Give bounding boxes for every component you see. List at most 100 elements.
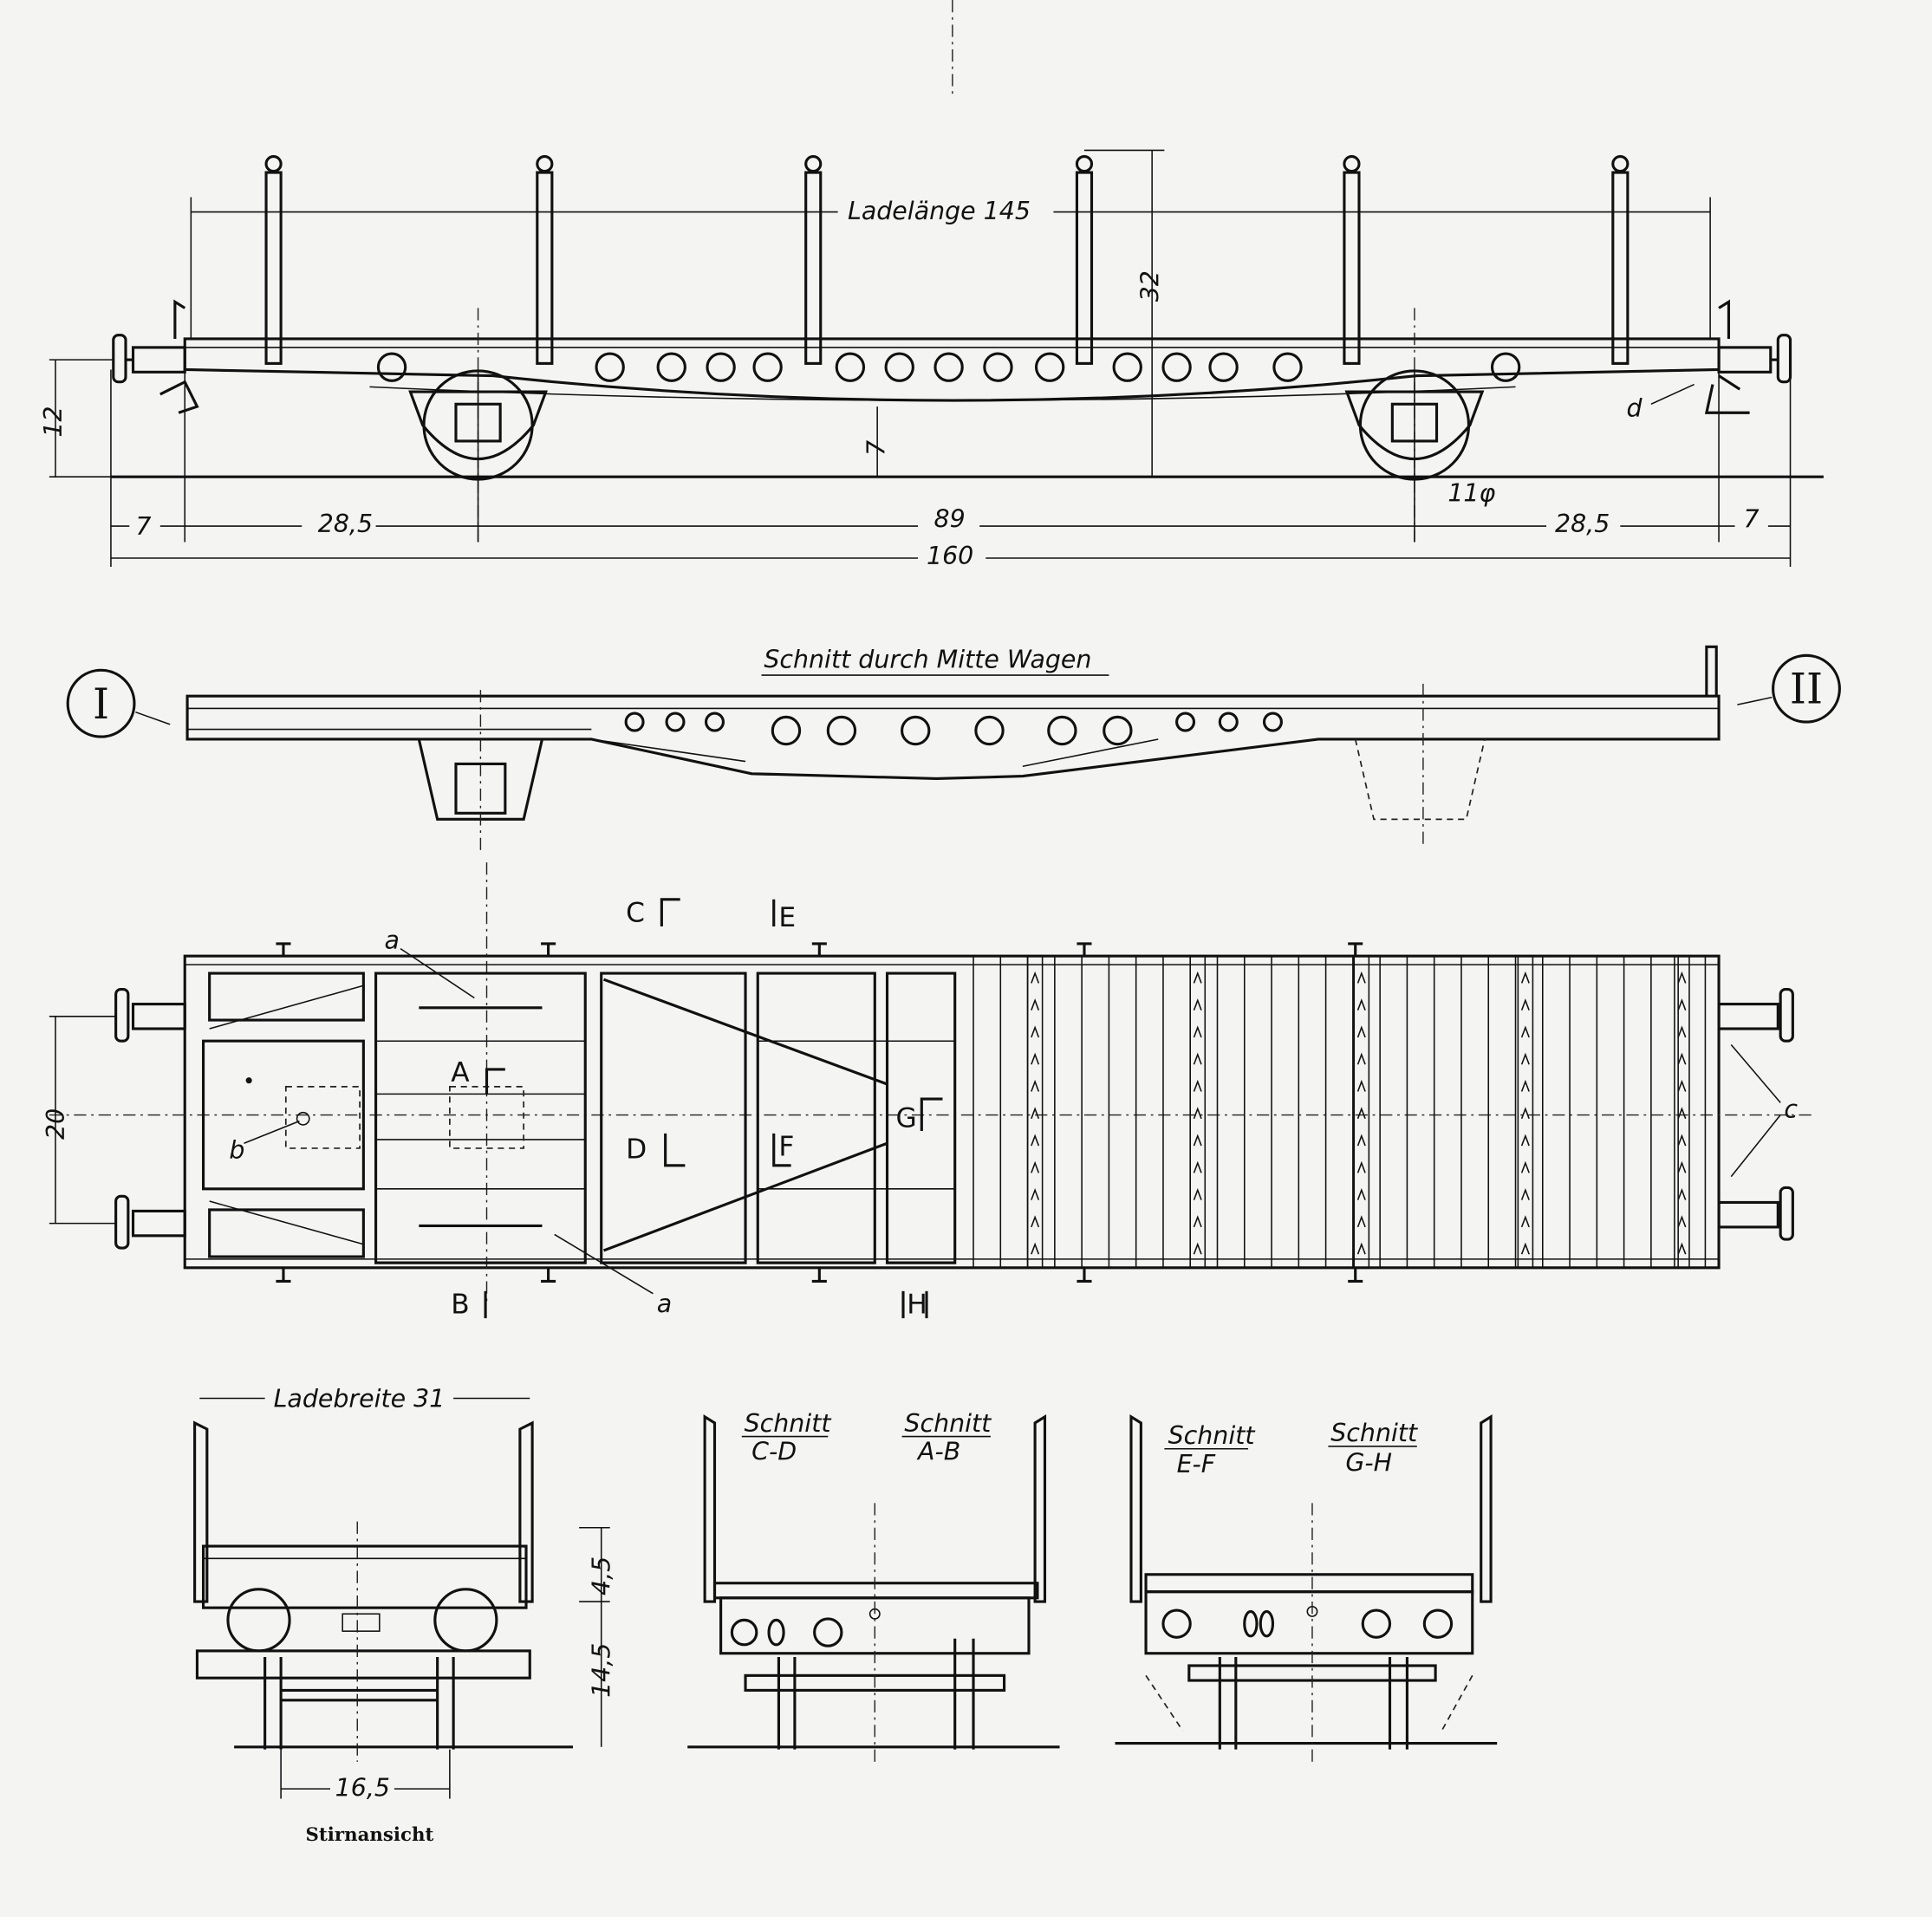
label-c: c: [1784, 1095, 1798, 1123]
load-width-label: Ladebreite 31: [274, 1384, 446, 1413]
hatch-mark: [1356, 971, 1366, 984]
hatch-mark: [1520, 1134, 1530, 1147]
load-length-label: Ladelänge 145: [848, 197, 1031, 225]
hatch-mark: [1193, 1188, 1202, 1200]
cut-B: B: [451, 1289, 469, 1320]
section-title: Schnitt durch Mitte Wagen: [764, 646, 1091, 674]
end-view-front: Ladebreite 31 4,5 14,5 16,5 Stirnansicht: [193, 1384, 616, 1846]
lightening-hole: [595, 352, 625, 382]
hatch-mark: [1520, 971, 1530, 984]
label-a-top: a: [385, 926, 400, 955]
stanchion-socket-bottom: [541, 1267, 556, 1283]
dim-lower-label: 14,5: [588, 1643, 616, 1698]
floor-planks: [276, 942, 1707, 1283]
lightening-hole: [1272, 352, 1303, 382]
hatch-mark: [1520, 1107, 1530, 1120]
hatch-mark: [1356, 1215, 1366, 1228]
stanchion-socket-bottom: [1348, 1267, 1363, 1283]
stanchion-eye: [1611, 155, 1630, 173]
stanchion-socket-top: [1077, 942, 1092, 957]
hatch-mark: [1677, 1242, 1687, 1255]
hatch-mark: [1677, 1025, 1687, 1038]
hatch-mark: [1193, 971, 1202, 984]
stanchion-height-label: 32: [1135, 270, 1164, 302]
hatch-mark: [1356, 1079, 1366, 1092]
lightening-hole: [656, 352, 686, 382]
lightening-hole: [835, 352, 866, 382]
hatch-mark: [1031, 1025, 1040, 1038]
section-hole: [1047, 715, 1077, 746]
label-d: d: [1626, 394, 1643, 423]
cut-C: C: [626, 897, 645, 928]
hatch-mark: [1193, 1242, 1202, 1255]
cut-E: E: [778, 902, 796, 933]
hatch-mark: [1356, 998, 1366, 1010]
stanchion: [1075, 171, 1094, 365]
wheel-diameter-label: 11φ: [1447, 479, 1495, 508]
section-cd-sub: C-D: [751, 1438, 797, 1466]
underframe-members: [201, 971, 957, 1264]
section-hole: [665, 712, 686, 732]
dim-overall: 160: [927, 542, 973, 570]
hatch-mark: [1677, 1079, 1687, 1092]
stanchion: [804, 171, 823, 365]
stake-pocket-strip: [1353, 955, 1370, 1269]
hatch-mark: [1031, 1079, 1040, 1092]
hatch-mark: [1193, 1052, 1202, 1065]
lightening-hole: [884, 352, 914, 382]
stanchion: [264, 171, 283, 365]
hatch-mark: [1356, 1242, 1366, 1255]
stanchion-eye: [264, 155, 283, 173]
stanchion: [536, 171, 554, 365]
cut-G: G: [895, 1103, 916, 1134]
hatch-mark: [1520, 1215, 1530, 1228]
section-hole: [1175, 712, 1196, 732]
side-view: Ladelänge 145 32 12 7 11φ d 7 28,5 89 28…: [39, 0, 1824, 570]
lightening-hole: [376, 352, 407, 382]
lightening-hole: [933, 352, 964, 382]
hatch-mark: [1520, 1188, 1530, 1200]
caption-end-view: Stirnansicht: [306, 1824, 434, 1846]
cut-H: H: [907, 1289, 927, 1320]
hatch-mark: [1356, 1052, 1366, 1065]
stanchion-socket-top: [811, 942, 827, 957]
frame-bottom-edge: [369, 386, 1516, 401]
stake-pocket-strip: [1674, 955, 1690, 1269]
marker-II: [1772, 653, 1841, 724]
stanchion-socket-bottom: [811, 1267, 827, 1283]
buffer-height-label: 12: [39, 406, 68, 438]
stanchion-eye: [1343, 155, 1361, 173]
hatch-mark: [1677, 1107, 1687, 1120]
section-ab-sub: A-B: [916, 1438, 960, 1466]
stanchions: [264, 155, 1630, 365]
lightening-hole: [1161, 352, 1192, 382]
stanchion-socket-top: [276, 942, 291, 957]
section-cd-title: Schnitt: [745, 1409, 833, 1438]
section-hole: [624, 712, 645, 732]
hatch-mark: [1193, 1079, 1202, 1092]
dim-overhang-right: 28,5: [1555, 510, 1610, 538]
section-gh-sub: G-H: [1345, 1448, 1392, 1477]
cut-D: D: [626, 1134, 647, 1165]
stanchion-socket-top: [1348, 942, 1363, 957]
section-hole: [1218, 712, 1239, 732]
section-ef-gh: Schnitt E-F Schnitt G-H: [1115, 1413, 1498, 1762]
hatch-mark: [1031, 1215, 1040, 1228]
hatch-mark: [1356, 1134, 1366, 1147]
stanchion-socket-bottom: [1077, 1267, 1092, 1283]
hatch-mark: [1520, 1242, 1530, 1255]
cut-F: F: [778, 1131, 794, 1162]
hatch-mark: [1356, 1025, 1366, 1038]
stanchion-socket-top: [541, 942, 556, 957]
hatch-mark: [1193, 1215, 1202, 1228]
frame-height-label: 7: [862, 440, 891, 456]
section-hole: [704, 712, 725, 732]
hatch-mark: [1031, 1134, 1040, 1147]
stanchion-eye: [536, 155, 554, 173]
section-cd-ab: Schnitt C-D Schnitt A-B: [687, 1409, 1060, 1762]
label-a-bottom: a: [657, 1290, 672, 1318]
hatch-mark: [1677, 1134, 1687, 1147]
section-ef-title: Schnitt: [1168, 1421, 1257, 1450]
hatch-mark: [1520, 1025, 1530, 1038]
